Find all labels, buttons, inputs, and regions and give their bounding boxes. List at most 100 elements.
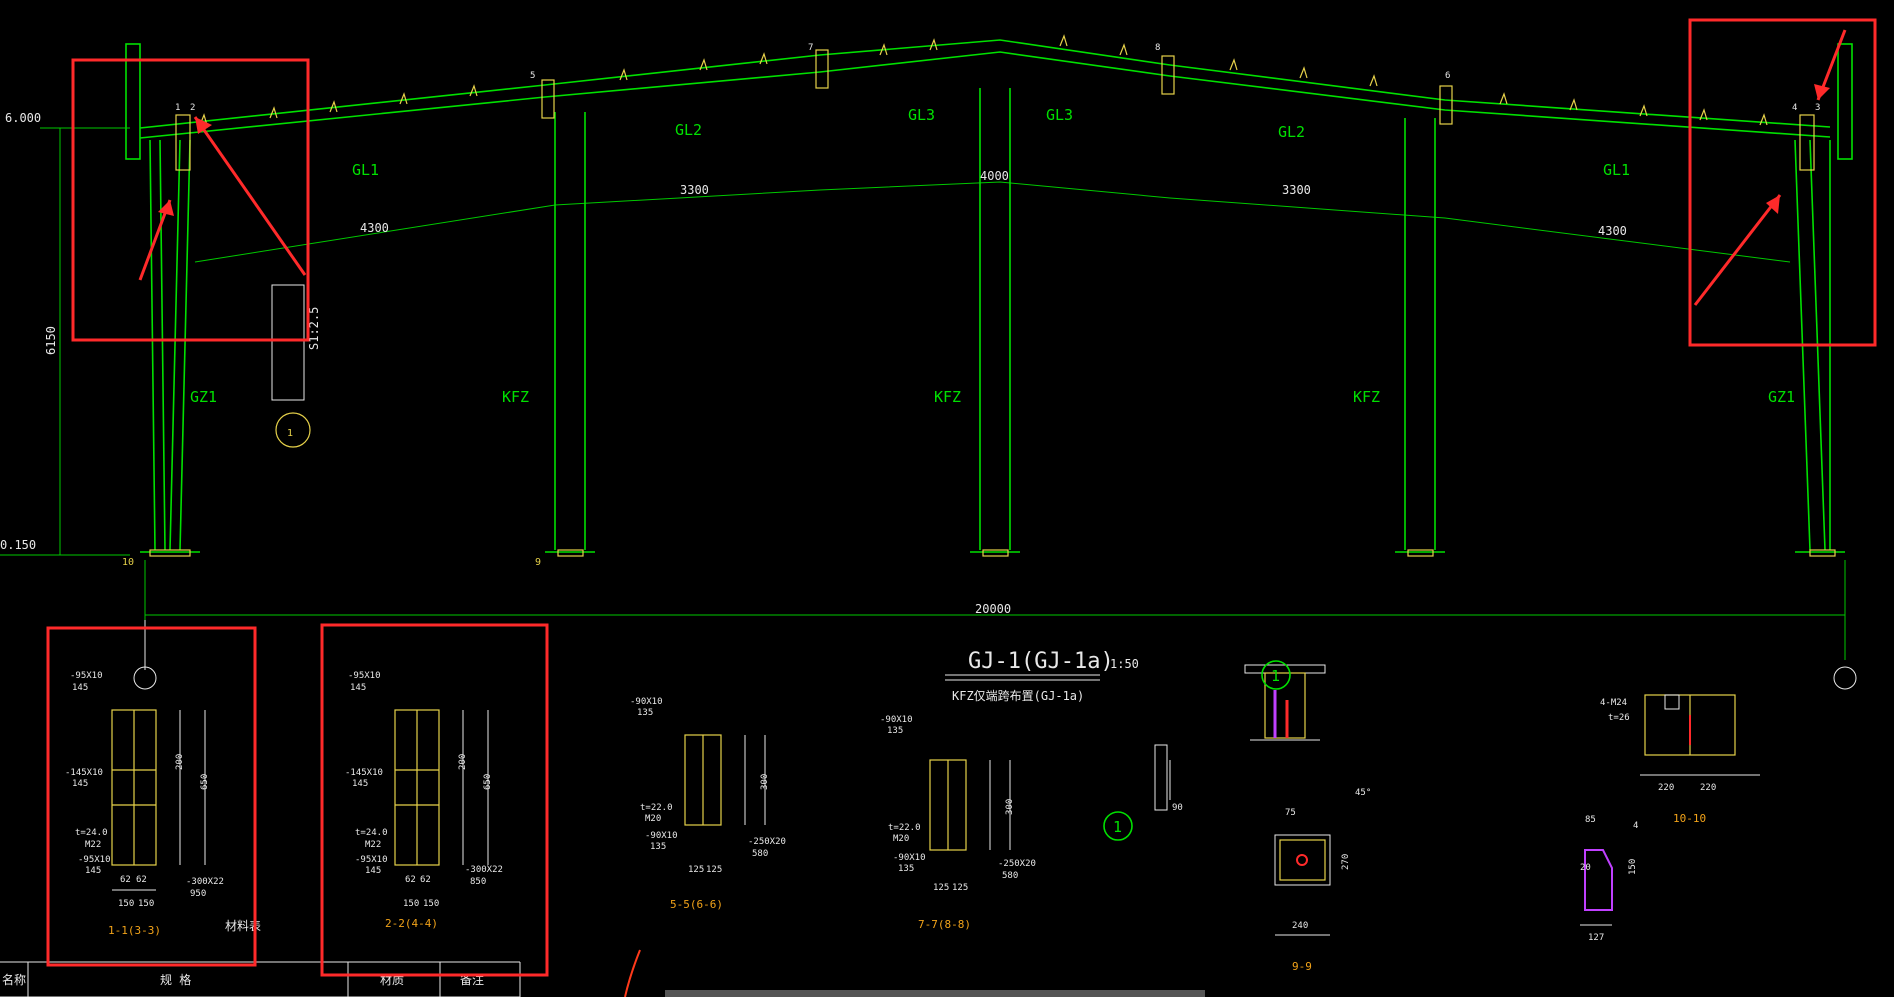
- plate-spec: M22: [365, 840, 381, 850]
- dim: 150: [118, 899, 134, 909]
- node-mark: 8: [1155, 43, 1160, 53]
- plate-spec: -90X10: [880, 715, 913, 725]
- dim: 150: [423, 899, 439, 909]
- section-label: 10-10: [1673, 812, 1706, 825]
- elevation-top: 6.000: [5, 111, 41, 125]
- plate-spec: M20: [645, 814, 661, 824]
- node-mark: 7: [808, 43, 813, 53]
- beam-label: GL1: [1603, 161, 1630, 179]
- beam-label: GL2: [675, 121, 702, 139]
- sketch-curve: [624, 949, 641, 997]
- node-mark: 1: [175, 103, 180, 113]
- plate-spec: -95X10: [78, 855, 111, 865]
- base-plate: 580: [1002, 871, 1018, 881]
- plate-spec: t=22.0: [640, 803, 673, 813]
- plate-spec: t=24.0: [75, 828, 108, 838]
- dim: 62: [136, 875, 147, 885]
- haunch-dim: 4300: [1598, 224, 1627, 238]
- section-5-5: [684, 734, 766, 826]
- dim: 125: [688, 865, 704, 875]
- drawing-scale: 1:50: [1110, 657, 1139, 671]
- node-mark: 3: [1815, 103, 1820, 113]
- dim: 4: [1633, 821, 1638, 831]
- dim: 62: [420, 875, 431, 885]
- dim: 125: [933, 883, 949, 893]
- base-plate: -300X22: [186, 877, 224, 887]
- section-label: 7-7(8-8): [918, 918, 971, 931]
- section-10-10: [1640, 694, 1760, 776]
- dim: 90: [1172, 803, 1183, 813]
- plate-spec: t=26: [1608, 713, 1630, 723]
- dim: 650: [200, 774, 210, 790]
- plate-spec: 135: [637, 708, 653, 718]
- section-7-7: [929, 759, 1011, 851]
- plate-spec: M20: [893, 834, 909, 844]
- beam-label: GL3: [1046, 106, 1073, 124]
- node-mark: 6: [1445, 71, 1450, 81]
- detail-1: [1103, 660, 1326, 841]
- section-label: 9-9: [1292, 960, 1312, 973]
- section-label: 1-1(3-3): [108, 924, 161, 937]
- plate-spec: -145X10: [345, 768, 383, 778]
- column-label: KFZ: [1353, 388, 1380, 406]
- column-label: GZ1: [1768, 388, 1795, 406]
- base-plate: -250X20: [748, 837, 786, 847]
- plate-spec: -95X10: [70, 671, 103, 681]
- dim: 220: [1700, 783, 1716, 793]
- span-dimension: 20000: [975, 602, 1011, 616]
- plate-spec: 145: [72, 683, 88, 693]
- node-mark: 2: [190, 103, 195, 113]
- plate-spec: M22: [85, 840, 101, 850]
- height-dimension: 6150: [44, 326, 58, 355]
- section-1-1: [111, 709, 206, 891]
- plate-spec: 4-M24: [1600, 698, 1627, 708]
- base-plate: -300X22: [465, 865, 503, 875]
- dim: 125: [706, 865, 722, 875]
- base-plate: -250X20: [998, 859, 1036, 869]
- table-header-spec: 规 格: [160, 972, 191, 987]
- dim: 150: [138, 899, 154, 909]
- dim: 150: [1628, 859, 1638, 875]
- plate-spec: t=24.0: [355, 828, 388, 838]
- section-9-9: [1274, 834, 1331, 936]
- dim: 300: [760, 774, 770, 790]
- dim: 240: [1292, 921, 1308, 931]
- column-label: KFZ: [502, 388, 529, 406]
- dim: 220: [1658, 783, 1674, 793]
- drawing-subtitle: KFZ仅端跨布置(GJ-1a): [952, 689, 1084, 703]
- node-mark: 10: [122, 557, 134, 568]
- drawing-title: GJ-1(GJ-1a): [968, 649, 1114, 674]
- haunch-dim: 3300: [680, 183, 709, 197]
- table-side-label: 材料表: [225, 919, 261, 933]
- table-header-name: 名称: [2, 972, 26, 987]
- plate-spec: 145: [72, 779, 88, 789]
- dim: 270: [1341, 854, 1351, 870]
- node-mark: 4: [1792, 103, 1797, 113]
- section-2-2: [394, 709, 489, 866]
- highlight-box-section-1: [46, 626, 257, 967]
- column-label: KFZ: [934, 388, 961, 406]
- section-label: 2-2(4-4): [385, 917, 438, 930]
- dim: 62: [405, 875, 416, 885]
- dim: 85: [1585, 815, 1596, 825]
- dim: 300: [1005, 799, 1015, 815]
- plate-spec: 75: [1285, 808, 1296, 818]
- dim: 200: [175, 754, 185, 770]
- highlight-box-section-2: [320, 623, 549, 977]
- dim: 125: [952, 883, 968, 893]
- plate-spec: -95X10: [348, 671, 381, 681]
- base-plate: 950: [190, 889, 206, 899]
- plate-spec: 145: [352, 779, 368, 789]
- plate-spec: 45°: [1355, 788, 1371, 798]
- elevation-bottom: 0.150: [0, 538, 36, 552]
- dim: 20: [1580, 863, 1591, 873]
- detail-callout: 1: [287, 428, 293, 439]
- plate-spec: 145: [350, 683, 366, 693]
- haunch-dim: 4300: [360, 221, 389, 235]
- column-label: GZ1: [190, 388, 217, 406]
- plate-spec: -95X10: [355, 855, 388, 865]
- beam-label: GL2: [1278, 123, 1305, 141]
- drawing-title-block: [945, 674, 1100, 681]
- dim: 62: [120, 875, 131, 885]
